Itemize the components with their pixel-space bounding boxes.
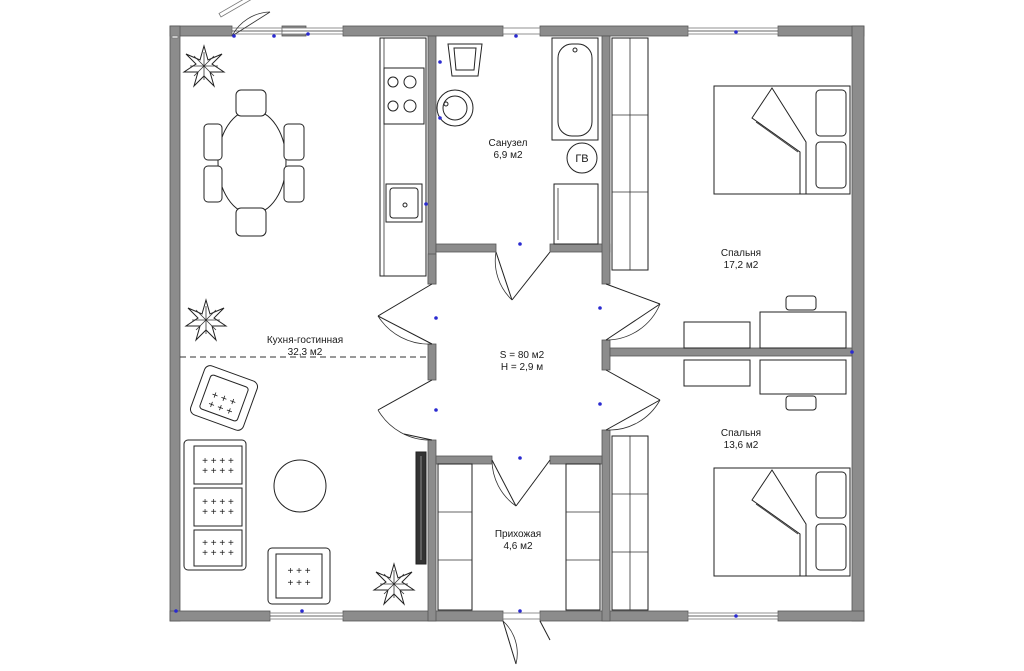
desk bbox=[683, 295, 847, 349]
room-label-living: Кухня-гостинная 32,3 м2 bbox=[267, 335, 343, 358]
stove-icon bbox=[383, 67, 425, 125]
window-icon bbox=[687, 27, 779, 35]
room-area: 6,9 м2 bbox=[493, 150, 523, 161]
outer-walls bbox=[169, 25, 865, 622]
interior-walls bbox=[427, 35, 853, 622]
svg-text:+ + +: + + + bbox=[287, 566, 310, 577]
room-name: Спальня bbox=[721, 248, 761, 259]
svg-text:+ + + +: + + + + bbox=[202, 548, 234, 559]
room-label-bedroom-1: Спальня 17,2 м2 bbox=[721, 248, 761, 271]
sink-icon bbox=[385, 183, 423, 223]
svg-text:+ + + +: + + + + bbox=[202, 456, 234, 467]
plant-icon bbox=[372, 562, 416, 606]
plan-summary: S = 80 м2 H = 2,9 м bbox=[500, 350, 545, 373]
svg-text:+ + + +: + + + + bbox=[202, 466, 234, 477]
door-icon bbox=[377, 379, 433, 441]
windows bbox=[171, 27, 779, 620]
door-icon bbox=[491, 459, 551, 507]
shoe-cabinet bbox=[437, 463, 473, 611]
boiler-label: ГВ bbox=[575, 153, 588, 165]
armchair-icon: + + + + + + bbox=[189, 365, 259, 431]
room-name: Кухня-гостинная bbox=[267, 335, 343, 346]
shoe-cabinet bbox=[565, 463, 601, 611]
plant-icon bbox=[184, 298, 228, 342]
room-area: 4,6 м2 bbox=[503, 541, 533, 552]
room-label-hall: Прихожая 4,6 м2 bbox=[495, 529, 541, 552]
wardrobe bbox=[611, 37, 649, 271]
svg-text:+ + + +: + + + + bbox=[202, 538, 234, 549]
doors bbox=[377, 251, 661, 665]
room-name: Прихожая bbox=[495, 529, 541, 540]
door-icon bbox=[494, 251, 551, 301]
ceiling-height: H = 2,9 м bbox=[501, 362, 543, 373]
room-label-bath: Санузел 6,9 м2 bbox=[489, 138, 528, 161]
svg-text:+ + + +: + + + + bbox=[202, 497, 234, 508]
room-name: Спальня bbox=[721, 428, 761, 439]
door-icon bbox=[605, 283, 661, 341]
plant-icon bbox=[182, 44, 226, 88]
window-icon bbox=[687, 612, 779, 620]
coffee-table bbox=[273, 459, 327, 513]
door-icon bbox=[218, 0, 271, 37]
kitchen-counter bbox=[379, 37, 427, 277]
bathtub-icon bbox=[551, 37, 599, 141]
bed-icon bbox=[713, 467, 851, 577]
room-area: 32,3 м2 bbox=[288, 347, 323, 358]
wardrobe bbox=[611, 435, 649, 611]
socket-markers bbox=[174, 30, 854, 618]
desk bbox=[683, 359, 847, 411]
bed-icon bbox=[713, 85, 851, 195]
sink-icon bbox=[436, 89, 474, 127]
dining-table bbox=[203, 89, 305, 237]
tv-unit bbox=[415, 451, 427, 565]
room-area: 17,2 м2 bbox=[724, 260, 759, 271]
armchair-icon: + + + + + + bbox=[267, 547, 331, 605]
window-icon bbox=[269, 612, 344, 620]
toilet-icon bbox=[447, 43, 483, 77]
room-label-bedroom-2: Спальня 13,6 м2 bbox=[721, 428, 761, 451]
window-icon bbox=[171, 35, 179, 39]
boiler: ГВ bbox=[566, 142, 598, 174]
washer bbox=[553, 183, 599, 245]
room-name: Санузел bbox=[489, 138, 528, 149]
room-area: 13,6 м2 bbox=[724, 440, 759, 451]
door-icon bbox=[377, 283, 433, 345]
door-icon bbox=[605, 369, 661, 431]
window-icon bbox=[281, 27, 344, 35]
total-area: S = 80 м2 bbox=[500, 350, 545, 361]
window-icon bbox=[502, 27, 541, 35]
sofa-icon: + + + + + + + + + + + + + + + + + + + + … bbox=[183, 439, 247, 571]
door-icon bbox=[502, 612, 551, 665]
svg-text:+ + +: + + + bbox=[287, 578, 310, 589]
svg-text:+ + + +: + + + + bbox=[202, 507, 234, 518]
